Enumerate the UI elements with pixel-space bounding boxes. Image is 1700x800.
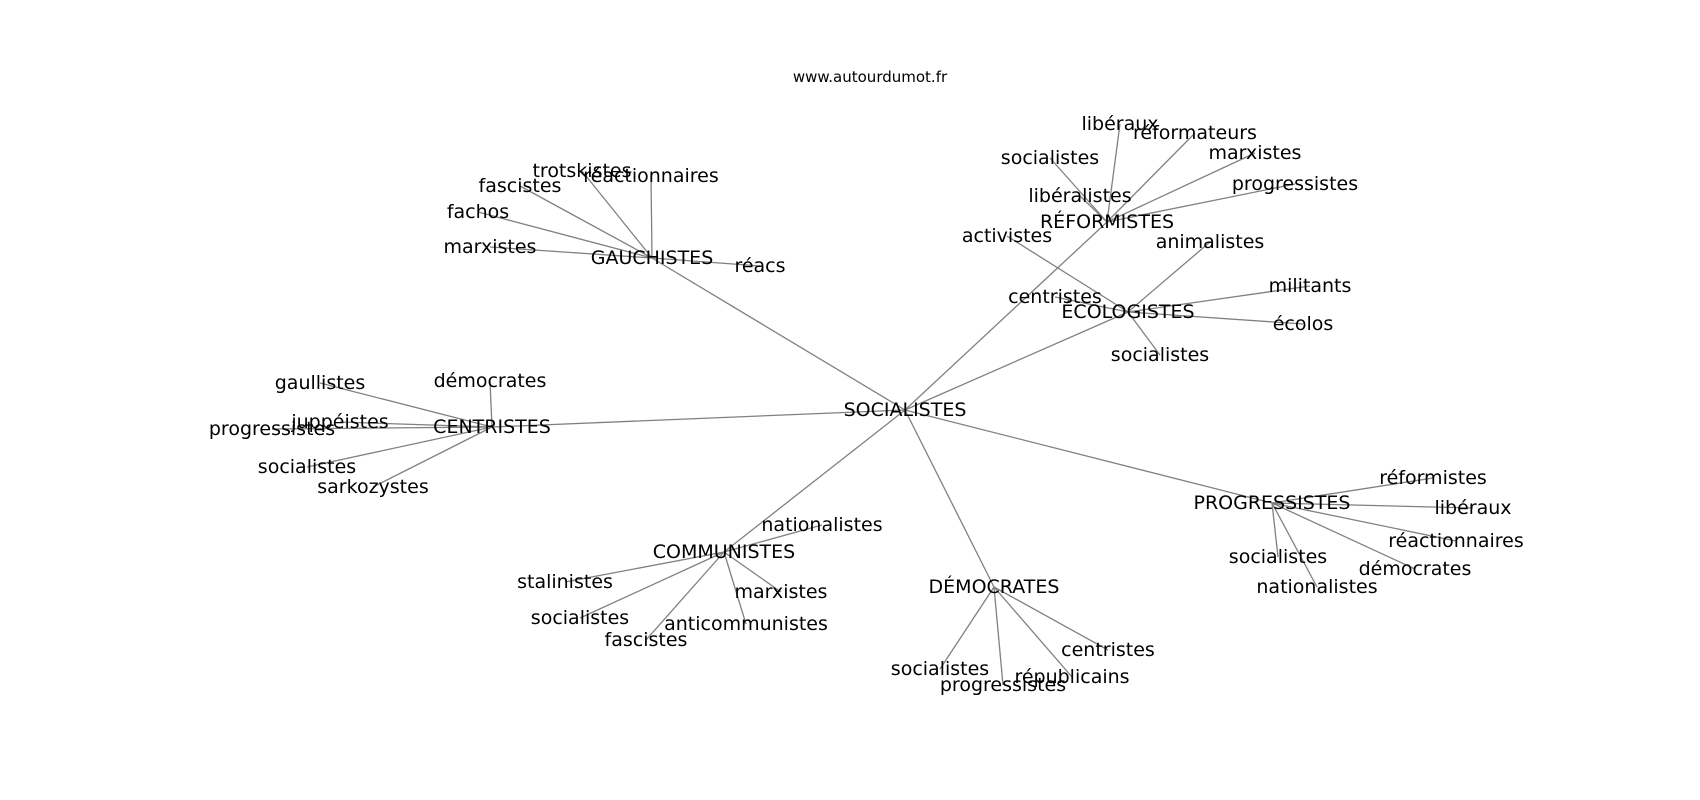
word-node-label: socialistes [531, 607, 629, 629]
edge-cluster-to-word [581, 170, 653, 259]
word-node-label: anticommunistes [664, 613, 828, 635]
edge-center-to-cluster [904, 221, 1108, 411]
edge-center-to-cluster [723, 409, 906, 553]
cluster-node-label: CENTRISTES [433, 416, 551, 438]
edge-cluster-to-word [1271, 502, 1474, 509]
edge-cluster-to-word [1079, 195, 1108, 223]
edge-center-to-cluster [904, 409, 995, 588]
word-node-label: réformateurs [1133, 122, 1257, 144]
word-node-label: sarkozystes [317, 476, 428, 498]
word-node-label: socialistes [258, 456, 356, 478]
edge-cluster-to-word [993, 586, 1109, 651]
word-node-label: stalinistes [517, 571, 613, 593]
word-node-label: républicains [1014, 666, 1129, 688]
edge-cluster-to-word [319, 382, 493, 428]
word-node-label: trotskistes [532, 160, 631, 182]
word-node-label: écolos [1273, 313, 1334, 335]
word-node-label: socialistes [1111, 344, 1209, 366]
word-node-label: socialistes [891, 658, 989, 680]
word-node-label: centristes [1008, 286, 1102, 308]
edge-center-to-cluster [904, 409, 1273, 504]
edge-cluster-to-word [1127, 241, 1211, 313]
edge-cluster-to-word [519, 185, 653, 259]
word-node-label: libéralistes [1028, 185, 1131, 207]
word-node-label: nationalistes [761, 514, 882, 536]
word-node-label: socialistes [1001, 147, 1099, 169]
word-node-label: socialistes [1229, 546, 1327, 568]
cluster-node-label: ÉCOLOGISTES [1061, 300, 1194, 323]
edge-cluster-to-word [723, 551, 782, 593]
edge-cluster-to-word [1106, 123, 1121, 223]
edge-cluster-to-word [1106, 183, 1296, 223]
word-node-label: libéraux [1434, 497, 1511, 519]
edge-cluster-to-word [1106, 132, 1196, 223]
edge-cluster-to-word [579, 551, 725, 619]
edge-cluster-to-word [1049, 157, 1108, 223]
edge-cluster-to-word [993, 586, 1073, 678]
center-node-label: SOCIALISTES [844, 399, 967, 421]
edge-cluster-to-word [1271, 502, 1457, 542]
word-node-label: progressistes [1232, 173, 1358, 195]
edge-cluster-to-word [1271, 477, 1434, 504]
word-node-label: militants [1269, 275, 1352, 297]
word-node-label: libéraux [1081, 113, 1158, 135]
word-node-label: centristes [1061, 639, 1155, 661]
word-node-label: réformistes [1379, 467, 1487, 489]
word-node-label: activistes [962, 225, 1052, 247]
word-node-label: fachos [447, 201, 509, 223]
edge-cluster-to-word [993, 586, 1004, 686]
word-node-label: réacs [734, 255, 785, 277]
word-node-label: démocrates [1359, 558, 1472, 580]
edge-cluster-to-word [939, 586, 995, 670]
edge-cluster-to-word [339, 421, 493, 428]
edge-cluster-to-word [489, 380, 493, 428]
cluster-node-label: DÉMOCRATES [929, 575, 1060, 598]
edge-cluster-to-word [651, 257, 761, 267]
edge-center-to-cluster [491, 409, 906, 428]
edge-cluster-to-word [1271, 502, 1279, 558]
word-node-label: marxistes [1209, 142, 1302, 164]
cluster-node-label: RÉFORMISTES [1040, 210, 1174, 233]
cluster-node-label: PROGRESSISTES [1193, 492, 1350, 514]
edge-cluster-to-word [1127, 311, 1161, 356]
cluster-node-label: GAUCHISTES [591, 247, 714, 269]
edge-cluster-to-word [1271, 502, 1416, 570]
edge-cluster-to-word [1127, 311, 1304, 325]
word-node-label: marxistes [735, 581, 828, 603]
edges [271, 123, 1474, 686]
edge-cluster-to-word [1271, 502, 1318, 588]
word-node-label: progressistes [209, 418, 335, 440]
edge-center-to-cluster [904, 311, 1129, 411]
edge-cluster-to-word [271, 426, 493, 430]
edge-center-to-cluster [651, 257, 906, 411]
word-node-label: réactionnaires [1388, 530, 1524, 552]
edge-cluster-to-word [564, 551, 725, 583]
edge-cluster-to-word [489, 246, 653, 259]
word-node-label: nationalistes [1256, 576, 1377, 598]
word-node-label: fascistes [479, 175, 562, 197]
edge-cluster-to-word [723, 551, 747, 625]
word-node-label: animalistes [1156, 231, 1265, 253]
word-node-label: démocrates [434, 370, 547, 392]
word-node-label: gaullistes [275, 372, 366, 394]
word-node-label: juppéistes [290, 411, 388, 433]
edge-cluster-to-word [477, 211, 653, 259]
edge-cluster-to-word [1006, 235, 1129, 313]
edge-cluster-to-word [1106, 152, 1256, 223]
edge-cluster-to-word [1127, 285, 1311, 313]
word-node-label: réactionnaires [583, 165, 719, 187]
word-node-label: fascistes [605, 629, 688, 651]
edge-cluster-to-word [650, 175, 653, 259]
edge-cluster-to-word [645, 551, 725, 641]
edge-cluster-to-word [1054, 296, 1129, 313]
edge-cluster-to-word [372, 426, 493, 488]
word-node-label: progressistes [940, 674, 1066, 696]
source-label: www.autourdumot.fr [793, 68, 948, 86]
word-node-label: marxistes [444, 236, 537, 258]
cluster-node-label: COMMUNISTES [653, 541, 795, 563]
edge-cluster-to-word [306, 426, 493, 468]
edge-cluster-to-word [723, 524, 823, 553]
node-labels: SOCIALISTESGAUCHISTEStrotskistesréaction… [209, 113, 1524, 696]
